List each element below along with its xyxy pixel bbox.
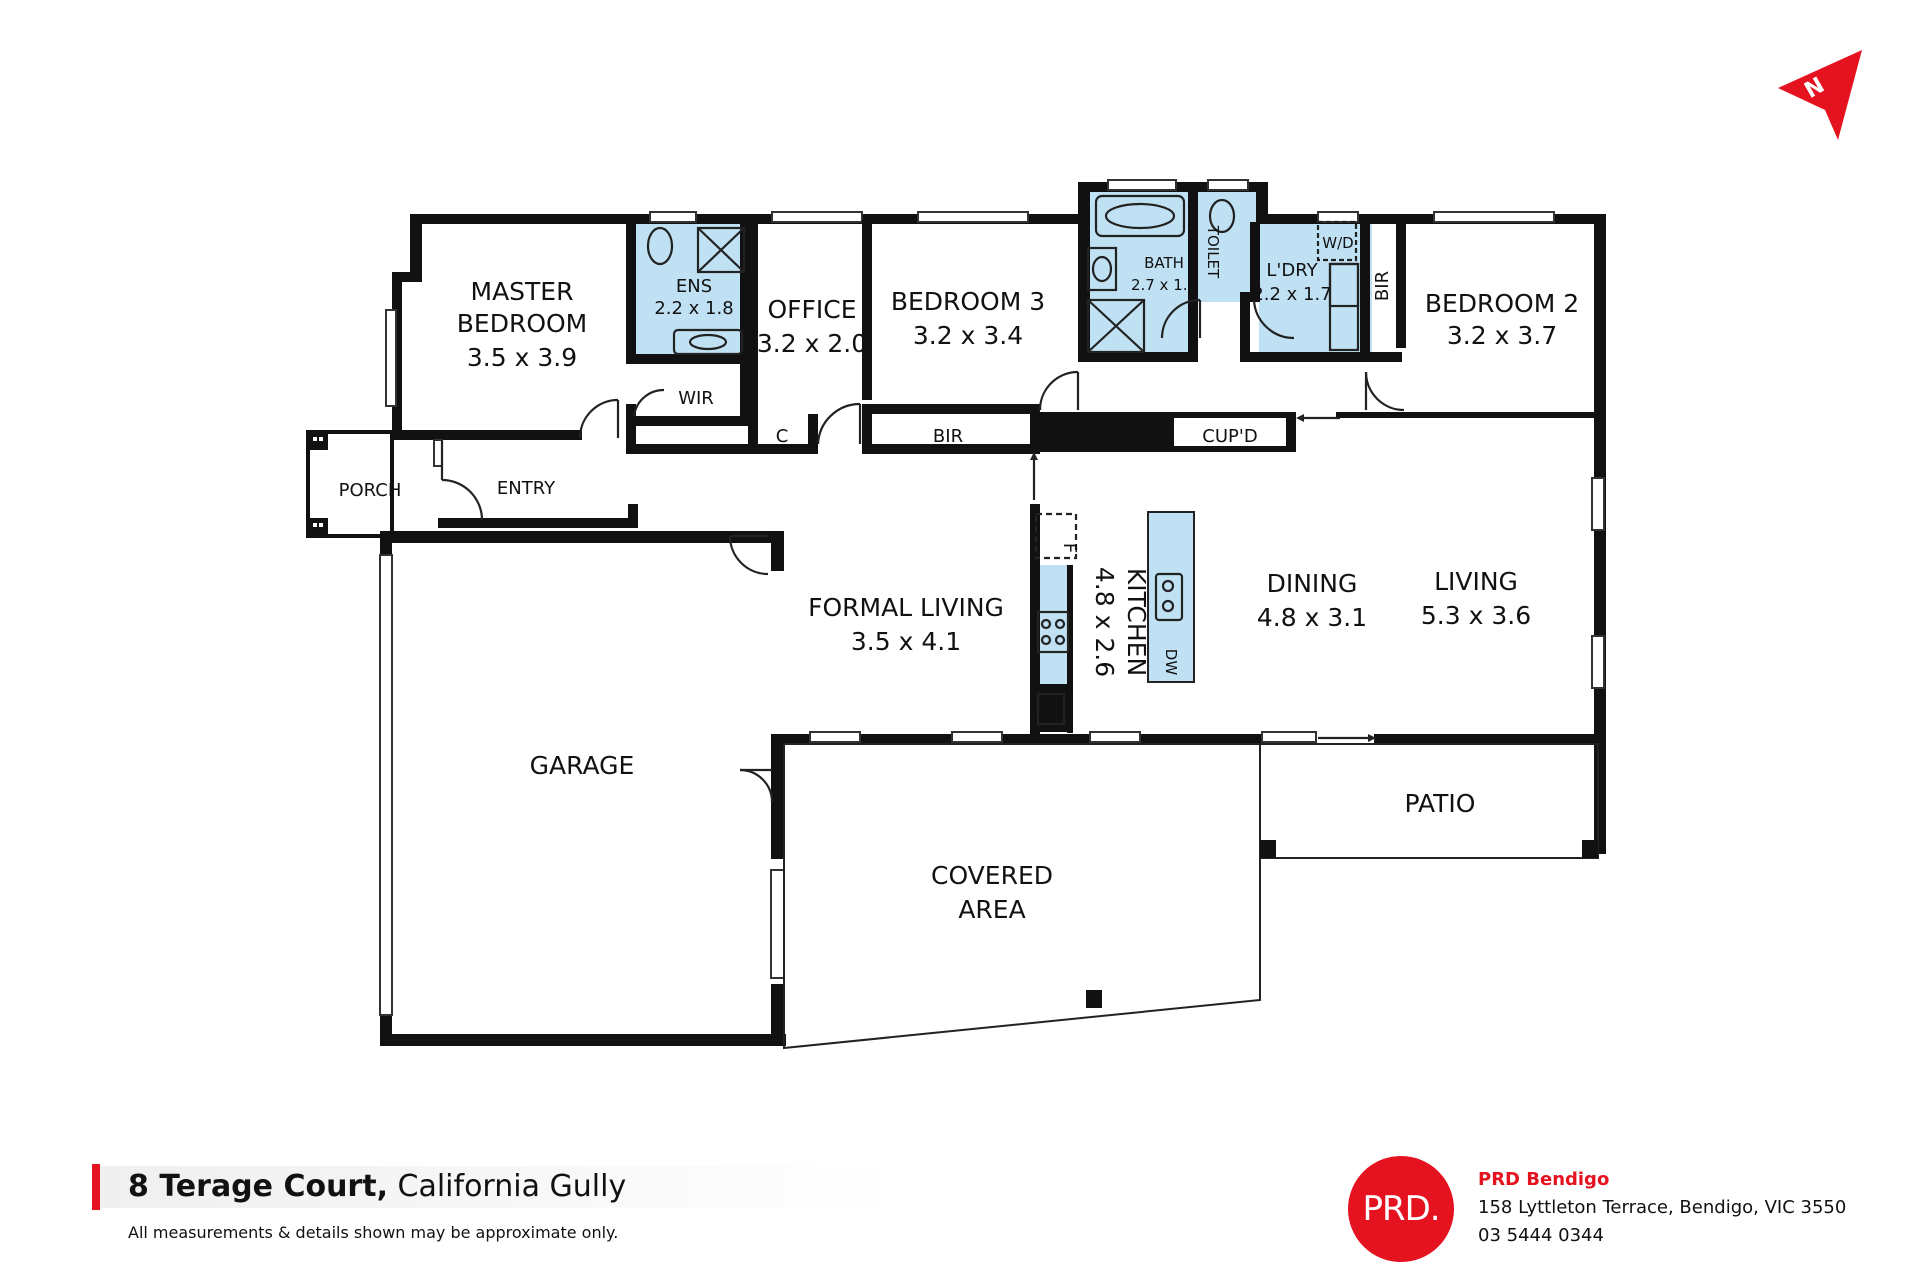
agency-phone: 03 5444 0344 [1478, 1225, 1604, 1246]
cupboard-label: CUP'D [1202, 426, 1257, 447]
covered-area-label-2: AREA [958, 895, 1025, 924]
master-bedroom-size: 3.5 x 3.9 [467, 343, 577, 372]
living-label: LIVING [1434, 567, 1518, 596]
bedroom3-label: BEDROOM 3 [891, 287, 1045, 316]
formal-living-size: 3.5 x 4.1 [851, 627, 961, 656]
living-size: 5.3 x 3.6 [1421, 601, 1531, 630]
porch-structure [306, 430, 394, 538]
suburb: California Gully [397, 1169, 627, 1204]
agency-name: PRD Bendigo [1478, 1169, 1610, 1190]
office-label: OFFICE [767, 295, 856, 324]
address-band [100, 1166, 900, 1208]
bath-label: BATH [1144, 254, 1184, 272]
disclaimer: All measurements & details shown may be … [128, 1223, 619, 1242]
pantry-label: P'TRY [1059, 430, 1109, 451]
garage-label: GARAGE [530, 751, 635, 780]
wet-areas [636, 192, 1372, 728]
laundry-label: L'DRY [1266, 260, 1318, 281]
patio-label: PATIO [1405, 789, 1476, 818]
fridge-label: F [1059, 543, 1080, 553]
entry-label: ENTRY [497, 478, 556, 499]
doors [440, 298, 1405, 803]
covered-area-label-1: COVERED [931, 861, 1053, 890]
master-bedroom-label-2: BEDROOM [457, 309, 588, 338]
agency-logo: PRD. [1348, 1156, 1454, 1262]
dishwasher-label: DW [1162, 649, 1180, 676]
porch-label: PORCH [339, 480, 402, 501]
house-walls [385, 179, 1606, 854]
property-address: 8 Terage Court, California Gully [128, 1166, 626, 1208]
bedroom3-size: 3.2 x 3.4 [913, 321, 1023, 350]
ensuite-size: 2.2 x 1.8 [654, 298, 733, 319]
agency-details: PRD Bendigo 158 Lyttleton Terrace, Bendi… [1478, 1166, 1846, 1250]
bedroom2-robe-label: BIR [1372, 271, 1393, 301]
bath-size: 2.7 x 1.8 [1131, 276, 1197, 294]
kitchen-size: 4.8 x 2.6 [1090, 567, 1119, 677]
ensuite-label: ENS [676, 276, 712, 297]
north-arrow-icon: N [1778, 50, 1862, 140]
bedroom2-label: BEDROOM 2 [1425, 289, 1579, 318]
bedroom2-size: 3.2 x 3.7 [1447, 321, 1557, 350]
street-address: 8 Terage Court, [128, 1169, 388, 1204]
address-accent-bar [92, 1164, 100, 1210]
garage-walls [379, 531, 786, 1046]
dining-size: 4.8 x 3.1 [1257, 603, 1367, 632]
toilet-label: TOILET [1204, 225, 1222, 279]
formal-living-label: FORMAL LIVING [808, 593, 1004, 622]
bir3-label: BIR [933, 426, 963, 447]
fixtures [646, 194, 1360, 726]
room-labels: MASTER BEDROOM 3.5 x 3.9 ENS 2.2 x 1.8 O… [339, 225, 1580, 924]
agency-address: 158 Lyttleton Terrace, Bendigo, VIC 3550 [1478, 1197, 1847, 1218]
dining-label: DINING [1267, 569, 1358, 598]
outdoor-structures [783, 743, 1599, 1050]
kitchen-pantry-label: P [1036, 710, 1057, 721]
closet-label: C [776, 426, 789, 447]
laundry-size: 2.2 x 1.7 [1252, 284, 1331, 305]
kitchen-label: KITCHEN [1122, 568, 1151, 676]
office-size: 3.2 x 2.0 [757, 329, 867, 358]
washer-dryer-label: W/D [1322, 234, 1353, 252]
master-bedroom-label-1: MASTER [471, 277, 574, 306]
wir-label: WIR [678, 388, 714, 409]
